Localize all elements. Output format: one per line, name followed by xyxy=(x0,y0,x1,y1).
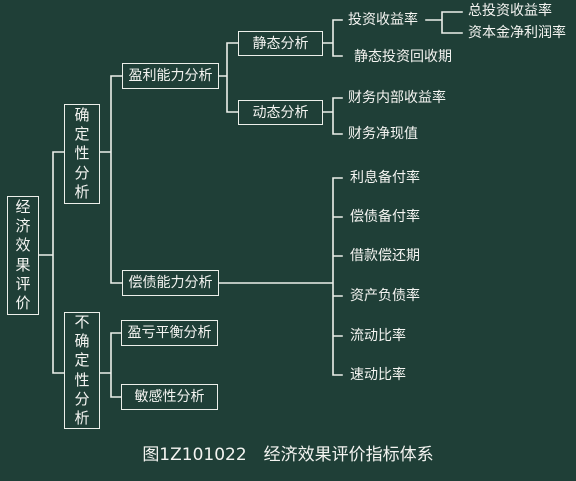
loan-repayment-period-leaf: 借款偿还期 xyxy=(350,248,420,264)
certainty-analysis-box: 确定性分析 xyxy=(64,104,100,204)
uncertainty-analysis-box: 不确定性分析 xyxy=(64,312,100,429)
root-evaluation-box: 经济效果评价 xyxy=(7,196,39,315)
static-analysis-label: 静态分析 xyxy=(252,35,309,52)
quick-ratio-leaf: 速动比率 xyxy=(350,367,406,383)
break-even-analysis-label: 盈亏平衡分析 xyxy=(127,325,212,341)
roi-leaf: 投资收益率 xyxy=(348,12,418,28)
profitability-analysis-box: 盈利能力分析 xyxy=(122,63,219,89)
static-analysis-box: 静态分析 xyxy=(238,31,323,56)
irr-leaf: 财务内部收益率 xyxy=(348,90,446,106)
current-ratio-leaf: 流动比率 xyxy=(350,328,406,344)
root-evaluation-label: 经济效果评价 xyxy=(15,197,31,312)
debt-asset-ratio-leaf: 资产负债率 xyxy=(350,288,420,304)
static-payback-leaf: 静态投资回收期 xyxy=(354,49,452,65)
solvency-analysis-box: 偿债能力分析 xyxy=(122,270,219,296)
certainty-analysis-label: 确定性分析 xyxy=(74,106,90,201)
sensitivity-analysis-box: 敏感性分析 xyxy=(121,384,218,410)
equity-profit-ratio-leaf: 资本金净利润率 xyxy=(468,25,566,41)
dynamic-analysis-box: 动态分析 xyxy=(238,100,323,125)
solvency-analysis-label: 偿债能力分析 xyxy=(128,275,213,291)
figure-caption: 图1Z101022 经济效果评价指标体系 xyxy=(142,445,434,465)
npv-leaf: 财务净现值 xyxy=(348,126,418,142)
dynamic-analysis-label: 动态分析 xyxy=(252,104,309,121)
break-even-analysis-box: 盈亏平衡分析 xyxy=(121,320,218,346)
uncertainty-analysis-label: 不确定性分析 xyxy=(74,312,90,427)
debt-service-coverage-leaf: 偿债备付率 xyxy=(350,209,420,225)
sensitivity-analysis-label: 敏感性分析 xyxy=(134,389,205,405)
total-roi-leaf: 总投资收益率 xyxy=(468,3,552,19)
interest-coverage-leaf: 利息备付率 xyxy=(350,170,420,186)
profitability-analysis-label: 盈利能力分析 xyxy=(128,68,213,84)
